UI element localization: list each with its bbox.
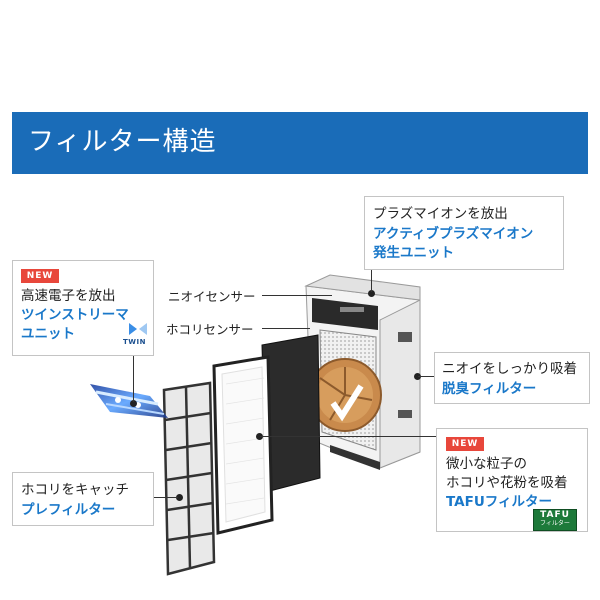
streamer-line3: ユニット <box>21 326 75 342</box>
streamer-line2: ツインストリーマ <box>21 307 129 323</box>
tafu-line3: TAFUフィルター <box>446 494 553 510</box>
header-banner <box>12 112 588 174</box>
tafu-logo-top: TAFU <box>540 510 570 520</box>
plasma-leader <box>371 270 372 292</box>
page-title: フィルター構造 <box>28 127 217 157</box>
prefilter-pointer-dot <box>176 494 183 501</box>
twin-logo-text: TWIN <box>123 338 146 346</box>
new-badge: NEW <box>446 437 484 451</box>
deodorizing-line1: ニオイをしっかり吸着 <box>442 361 577 377</box>
tafu-line1: 微小な粒子の <box>446 456 527 472</box>
deodorizing-pointer-dot <box>414 373 421 380</box>
streamer-pointer-dot <box>130 400 137 407</box>
prefilter-line2: プレフィルター <box>21 502 116 518</box>
odor-sensor-label: ニオイセンサー <box>168 289 256 304</box>
odor-sensor-leader <box>262 295 332 296</box>
prefilter-callout: ホコリをキャッチ プレフィルター <box>12 472 154 526</box>
plasma-ion-callout: プラズマイオンを放出 アクティブプラズマイオン 発生ユニット <box>364 196 564 270</box>
tafu-line2: ホコリや花粉を吸着 <box>446 475 568 491</box>
deodorizing-line2: 脱臭フィルター <box>442 381 537 397</box>
dust-sensor-leader <box>262 328 310 329</box>
tafu-logo-bottom: フィルター <box>540 520 570 527</box>
dust-sensor-label: ホコリセンサー <box>166 322 254 337</box>
deodorizing-filter-disc <box>308 358 382 432</box>
twin-streamer-callout: NEW 高速電子を放出 ツインストリーマ ユニット TWIN <box>12 260 154 356</box>
streamer-line1: 高速電子を放出 <box>21 288 116 304</box>
plasma-line3: 発生ユニット <box>373 245 454 261</box>
plasma-line1: プラズマイオンを放出 <box>373 206 508 222</box>
plasma-line2: アクティブプラズマイオン <box>373 226 534 242</box>
tafu-pointer-dot <box>256 433 263 440</box>
streamer-leader <box>133 356 134 402</box>
tafu-logo-badge: TAFU フィルター <box>533 509 577 531</box>
pre-filter-frame <box>162 381 216 576</box>
tafu-filter-panel <box>212 355 274 535</box>
tafu-leader <box>260 436 436 437</box>
deodorizing-filter-callout: ニオイをしっかり吸着 脱臭フィルター <box>434 352 590 404</box>
prefilter-line1: ホコリをキャッチ <box>21 482 129 498</box>
prefilter-leader <box>152 497 178 498</box>
twin-streamer-unit <box>90 384 168 418</box>
twin-streamer-logo-icon <box>129 323 147 335</box>
plasma-pointer-dot <box>368 290 375 297</box>
tafu-filter-callout: NEW 微小な粒子の ホコリや花粉を吸着 TAFUフィルター TAFU フィルタ… <box>436 428 588 532</box>
deodorizing-leader <box>418 376 434 377</box>
new-badge: NEW <box>21 269 59 283</box>
